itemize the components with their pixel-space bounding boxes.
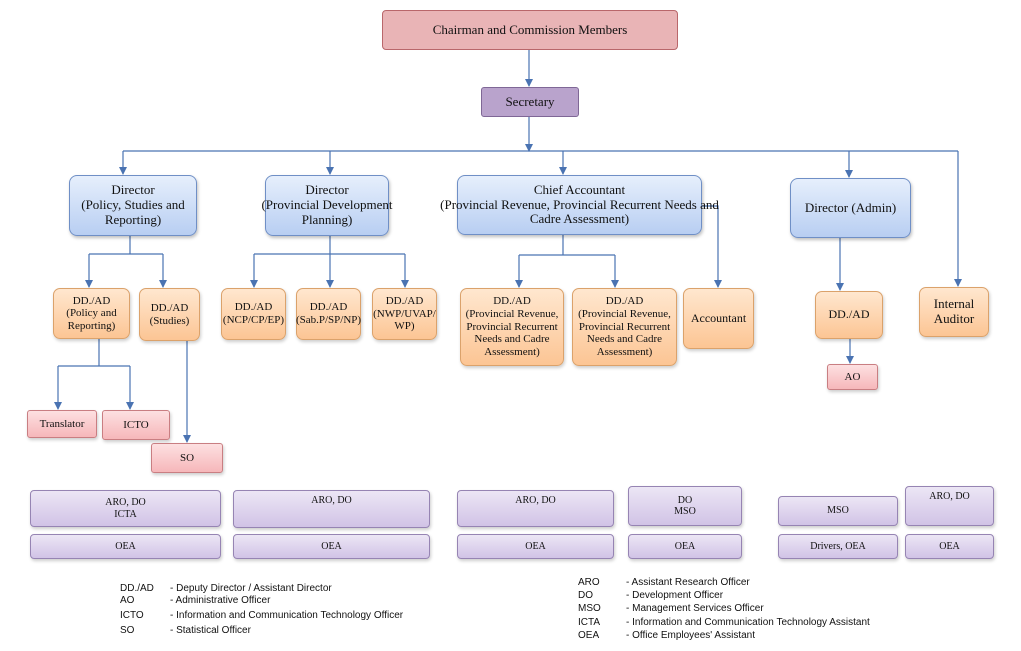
oea-box-2: OEA xyxy=(233,534,430,559)
box-label-line: DD./AD xyxy=(828,307,870,322)
connector-line xyxy=(519,235,615,256)
box-label-line: (NCP/CP/EP) xyxy=(222,314,285,326)
dd-studies-box: DD./AD(Studies) xyxy=(139,288,200,341)
oea-box-5: Drivers, OEA xyxy=(778,534,898,559)
box-label-line: Reporting) xyxy=(104,211,162,227)
dd-revenue-2-box: DD./AD(Provincial Revenue,Provincial Rec… xyxy=(572,288,677,366)
oea-box-4: OEA xyxy=(628,534,742,559)
dd-nwp-box: DD./AD(NWP/UVAP/WP) xyxy=(372,288,437,340)
box-label-line: Chief Accountant xyxy=(533,181,626,197)
box-label-line: Cadre Assessment) xyxy=(529,211,630,227)
box-label-line: Drivers, OEA xyxy=(810,540,866,552)
box-label-line: OEA xyxy=(939,540,960,552)
so-box: SO xyxy=(151,443,223,473)
box-label-line: Chairman and Commission Members xyxy=(432,21,628,37)
box-label-line: DD./AD xyxy=(234,301,273,314)
dd-sab-box: DD./AD(Sab.P/SP/NP) xyxy=(296,288,361,340)
box-label-line: DO xyxy=(677,494,693,506)
staff-box-3: ARO, DO xyxy=(457,490,614,527)
box-label-line: Translator xyxy=(39,417,85,430)
box-label-line: WP) xyxy=(394,320,415,333)
box-label-line: Needs and Cadre xyxy=(586,333,663,346)
box-label-line: DD./AD xyxy=(493,295,531,308)
box-label-line: ICTA xyxy=(114,508,137,520)
box-label-line: Reporting) xyxy=(67,319,116,332)
secretary-box: Secretary xyxy=(481,87,579,117)
box-label-line: DD./AD xyxy=(150,301,189,314)
translator-box: Translator xyxy=(27,410,97,438)
connector-line xyxy=(89,236,163,255)
box-label-line: (Provincial Revenue, xyxy=(465,308,559,321)
box-label-line: Auditor xyxy=(933,311,975,326)
box-label-line: DD./AD xyxy=(72,294,111,307)
box-label-line: Director (Admin) xyxy=(804,199,897,215)
box-label-line: ICTO xyxy=(123,418,149,431)
box-label-line: Assessment) xyxy=(596,345,653,358)
box-label-line: AO xyxy=(844,370,861,383)
chief-accountant-box: Chief Accountant(Provincial Revenue, Pro… xyxy=(440,175,719,235)
director-admin-box: Director (Admin) xyxy=(790,178,911,238)
box-label-line: ARO, DO xyxy=(929,491,970,502)
box-label-line: (Provincial Revenue, Provincial Recurren… xyxy=(440,196,719,212)
box-label-line: Director xyxy=(305,182,349,198)
box-label-line: (Policy, Studies and xyxy=(81,197,185,213)
box-label-line: (Policy and xyxy=(66,307,117,320)
staff-box-6: ARO, DO xyxy=(905,486,994,526)
ao-box: AO xyxy=(827,364,878,390)
box-label-line: Provincial Recurrent xyxy=(466,320,558,333)
dd-ncp-box: DD./AD(NCP/CP/EP) xyxy=(221,288,286,340)
box-label-line: (Provincial Revenue, xyxy=(578,308,671,321)
box-label-line: Assessment) xyxy=(484,345,540,358)
box-label-line: SO xyxy=(179,451,195,464)
box-label-line: ARO, DO xyxy=(515,495,556,506)
legend-left: DD./AD- Deputy Director / Assistant Dire… xyxy=(120,583,404,636)
box-label-line: DD./AD xyxy=(309,301,348,314)
box-label-line: Director xyxy=(111,182,155,198)
connector-line xyxy=(58,339,130,367)
box-label-line: DD./AD xyxy=(385,295,424,308)
dd-admin-box: DD./AD xyxy=(815,291,883,339)
box-label-line: MSO xyxy=(674,506,696,517)
oea-box-1: OEA xyxy=(30,534,221,559)
icto-box: ICTO xyxy=(102,410,170,440)
box-label-line: Accountant xyxy=(690,310,747,325)
box-label-line: (Studies) xyxy=(149,314,190,327)
box-label-line: (Provincial Development xyxy=(261,197,393,213)
staff-box-2: ARO, DO xyxy=(233,490,430,528)
box-label-line: Internal xyxy=(933,296,975,312)
dd-revenue-1-box: DD./AD(Provincial Revenue,Provincial Rec… xyxy=(460,288,564,366)
box-label-line: ARO, DO xyxy=(311,495,352,506)
oea-box-6: OEA xyxy=(905,534,994,559)
box-label-line: Provincial Recurrent xyxy=(578,320,671,333)
box-label-line: OEA xyxy=(525,540,546,552)
box-label-line: Planning) xyxy=(301,211,353,227)
box-label-line: Needs and Cadre xyxy=(474,333,550,346)
box-label-line: Secretary xyxy=(505,93,555,109)
connector-line xyxy=(702,205,722,288)
box-label-line: OEA xyxy=(321,540,342,552)
legend-right: ARO- Assistant Research Officer DO- Deve… xyxy=(578,577,870,641)
box-label-line: MSO xyxy=(827,505,849,517)
connector-line xyxy=(254,236,405,255)
box-label-line: (NWP/UVAP/ xyxy=(373,307,436,320)
box-label-line: OEA xyxy=(674,540,696,552)
box-label-line: ARO, DO xyxy=(105,497,146,508)
box-label-line: OEA xyxy=(115,540,136,552)
box-label-line: DD./AD xyxy=(605,295,644,308)
accountant-box: Accountant xyxy=(683,288,754,349)
staff-box-5: MSO xyxy=(778,496,898,526)
box-label-line: (Sab.P/SP/NP) xyxy=(295,314,362,326)
chairman-box: Chairman and Commission Members xyxy=(382,10,678,50)
oea-box-3: OEA xyxy=(457,534,614,559)
